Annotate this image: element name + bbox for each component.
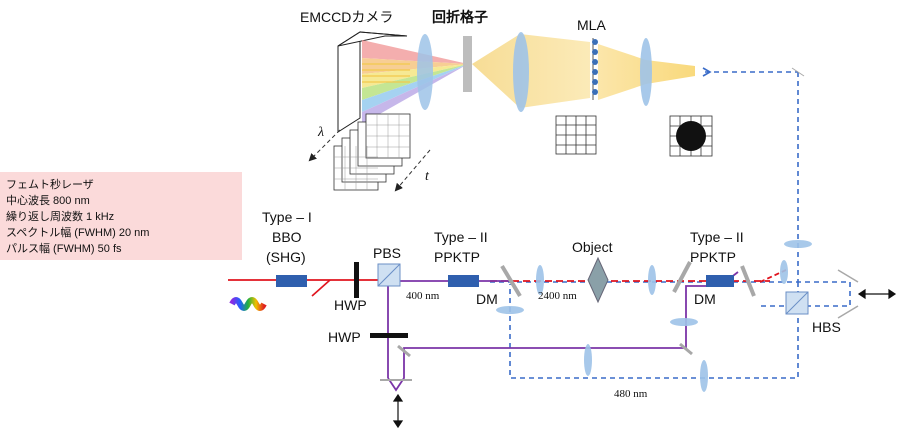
t-label: t <box>425 169 430 184</box>
emccd-camera-icon <box>337 31 408 133</box>
pbs-label: PBS <box>373 245 401 261</box>
dm-1 <box>500 264 522 298</box>
bbo-crystal <box>276 275 307 287</box>
red-beam-reflect <box>311 279 331 297</box>
mirror-after-ppktp <box>740 265 756 297</box>
type2b-label-b: PPKTP <box>690 249 736 265</box>
mirror-corner-2 <box>679 342 693 356</box>
hbs-label: HBS <box>812 319 841 335</box>
spec-line-4: スペクトル幅 (FWHM) 20 nm <box>6 227 150 239</box>
type2a-label-b: PPKTP <box>434 249 480 265</box>
lens-before-mla <box>513 32 529 112</box>
frame-grid-lines <box>334 114 410 190</box>
ppktp-crystal-1 <box>448 275 479 287</box>
grating-label: 回折格子 <box>432 9 488 25</box>
wl480-label: 480 nm <box>614 388 648 400</box>
spec-line-5: パルス幅 (FWHM) 50 fs <box>6 243 122 255</box>
ppktp-crystal-2 <box>706 275 734 287</box>
t-axis-arrow <box>394 149 431 192</box>
mla-label: MLA <box>577 17 606 33</box>
laser-spec-box: フェムト秒レーザ 中心波長 800 nm 繰り返し周波数 1 kHz スペクトル… <box>0 172 242 260</box>
dm2-label: DM <box>694 291 716 307</box>
hbs-diagonal <box>785 291 809 315</box>
end-mirror-b <box>837 305 859 319</box>
hwp-2 <box>370 333 408 338</box>
dm1-label: DM <box>476 291 498 307</box>
wl400-label: 400 nm <box>406 290 440 302</box>
mla-grid-icon <box>555 115 597 155</box>
spectral-fan <box>362 40 468 124</box>
dm-2 <box>672 261 692 293</box>
emccd-label: EMCCDカメラ <box>300 9 393 25</box>
wl2400-label: 2400 nm <box>538 290 577 302</box>
camera-input-rays <box>362 63 410 83</box>
lambda-axis-arrow <box>308 129 341 162</box>
type2a-label-a: Type – II <box>434 229 488 245</box>
pbs-diagonal <box>377 263 401 287</box>
mla-icon <box>592 38 598 100</box>
pulse-icon <box>229 297 267 311</box>
stage-arrows <box>392 288 897 429</box>
spec-line-1: フェムト秒レーザ <box>6 179 94 191</box>
mirror-corner-1 <box>397 344 411 358</box>
type1-label-c: (SHG) <box>266 249 306 265</box>
hwp2-label: HWP <box>328 329 361 345</box>
type1-label-b: BBO <box>272 229 302 245</box>
mla-beam <box>472 34 590 108</box>
spec-line-2: 中心波長 800 nm <box>6 195 90 207</box>
lambda-label: λ <box>317 125 324 140</box>
spec-line-3: 繰り返し周波数 1 kHz <box>6 211 115 223</box>
beam-spot <box>676 121 706 151</box>
hwp1-label: HWP <box>334 297 367 313</box>
top-right-mirror <box>791 67 805 77</box>
object-sample <box>587 256 609 304</box>
red-dash-end <box>759 269 787 283</box>
type2b-label-a: Type – II <box>690 229 744 245</box>
type1-label-a: Type – I <box>262 209 312 225</box>
end-mirror-a <box>837 269 859 283</box>
return-arrowhead <box>702 67 712 77</box>
object-label: Object <box>572 239 613 255</box>
beamline-lenses <box>496 240 812 392</box>
hwp-1 <box>354 262 359 298</box>
lens-after-mla <box>640 38 652 106</box>
grating-icon <box>463 36 472 92</box>
camera-lens <box>417 34 433 110</box>
